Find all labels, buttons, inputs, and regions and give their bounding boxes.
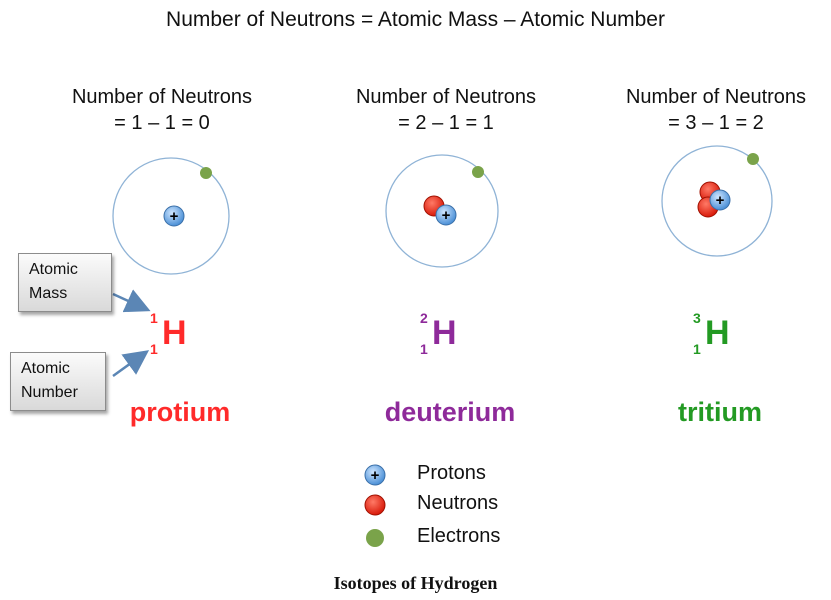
legend-electron-icon [366, 529, 384, 547]
proton: + [710, 190, 730, 210]
atom-tritium: + [662, 146, 772, 256]
mass-number: 3 [693, 310, 701, 326]
svg-text:+: + [442, 207, 451, 224]
electron [747, 153, 759, 165]
svg-text:+: + [170, 208, 179, 225]
element-symbol: H [432, 314, 457, 353]
isotope-name-tritium: tritium [600, 397, 831, 428]
electron [200, 167, 212, 179]
atom-protium: + [113, 158, 229, 274]
figure-caption: Isotopes of Hydrogen [0, 573, 831, 594]
legend-neutron-icon [365, 495, 385, 515]
mass-number: 2 [420, 310, 428, 326]
isotope-name-deuterium: deuterium [330, 397, 570, 428]
arrow-atomic-mass [113, 294, 146, 309]
proton: + [436, 205, 456, 225]
isotope-name-protium: protium [60, 397, 300, 428]
legend-electrons-label: Electrons [417, 525, 500, 548]
atomic-number: 1 [150, 341, 158, 357]
element-symbol: H [705, 314, 730, 353]
element-symbol: H [162, 314, 187, 353]
mass-number: 1 [150, 310, 158, 326]
arrow-atomic-number [113, 353, 145, 376]
electron [472, 166, 484, 178]
legend-proton-icon: + [365, 465, 385, 485]
svg-text:+: + [371, 467, 380, 484]
svg-text:+: + [716, 192, 725, 209]
atom-deuterium: + [386, 155, 498, 267]
atomic-number: 1 [420, 341, 428, 357]
callout-atomic-mass: Atomic Mass [18, 253, 112, 312]
atomic-number: 1 [693, 341, 701, 357]
legend-protons-label: Protons [417, 462, 486, 485]
proton: + [164, 206, 184, 226]
legend-neutrons-label: Neutrons [417, 492, 498, 515]
